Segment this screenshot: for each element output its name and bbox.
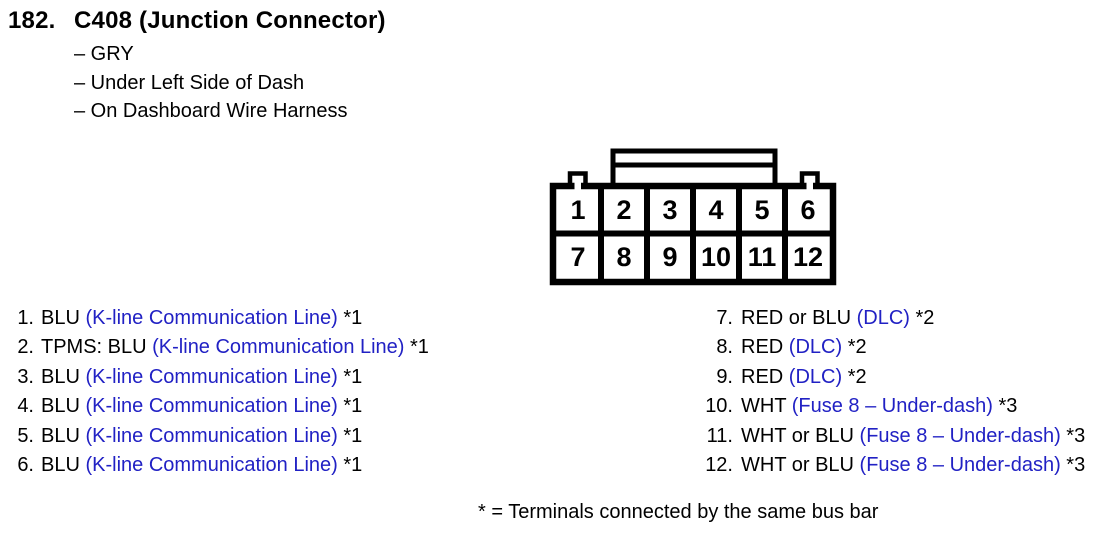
pin-busbar-note: *1 [404,336,429,359]
connector-cavity-number: 10 [701,242,731,272]
pin-wire-color: BLU [41,307,86,329]
pin-number: 2. [17,336,34,359]
pin-function: (K-line Communication Line) [85,395,338,418]
connector-cavity-number: 2 [616,195,631,225]
connector-cavity-number: 3 [662,195,677,225]
connector-cavity-number: 5 [754,195,769,225]
pin-function: (DLC) [856,307,910,329]
pin-description: RED (DLC) *2 [741,336,867,358]
pin-description: WHT (Fuse 8 – Under-dash) *3 [741,395,1017,417]
pin-wire-color: BLU [41,424,86,447]
pin-number: 7. [716,307,733,329]
pin-description: RED or BLU (DLC) *2 [741,307,934,329]
pin-number: 3. [17,365,34,388]
pin-function: (DLC) [788,336,843,359]
pin-row: 9. RED (DLC) *2 [700,363,1085,392]
tab-notch-right [806,177,813,191]
pin-description: BLU (K-line Communication Line) *1 [41,454,362,476]
section-number: 182. [8,7,56,34]
section-title-text: C408 (Junction Connector) [74,7,386,34]
pin-wire-color: BLU [41,453,86,476]
pin-row: 2. TPMS: BLU (K-line Communication Line) … [8,333,429,362]
pin-row: 5. BLU (K-line Communication Line) *1 [8,422,429,451]
pin-description: WHT or BLU (Fuse 8 – Under-dash) *3 [741,425,1085,447]
pin-wire-color: TPMS: BLU [41,336,153,359]
pin-description: WHT or BLU (Fuse 8 – Under-dash) *3 [741,454,1085,476]
pin-row: 10. WHT (Fuse 8 – Under-dash) *3 [700,392,1085,421]
pin-number: 12. [705,453,733,476]
pin-row: 1. BLU (K-line Communication Line) *1 [8,304,429,333]
pin-function: (Fuse 8 – Under-dash) [859,453,1061,476]
connector-cavity-number: 4 [708,195,723,225]
connector-cavity-number: 8 [616,242,631,272]
pin-function: (Fuse 8 – Under-dash) [859,424,1061,447]
pin-row: 12. WHT or BLU (Fuse 8 – Under-dash) *3 [700,451,1085,480]
pin-function: (K-line Communication Line) [85,453,338,476]
pin-wire-color: BLU [41,395,86,418]
pin-busbar-note: *2 [842,365,867,388]
pin-busbar-note: *2 [842,336,867,359]
pin-description: BLU (K-line Communication Line) *1 [41,307,362,329]
pin-function: (DLC) [788,365,843,388]
pin-number: 9. [716,365,733,388]
pin-function: (K-line Communication Line) [152,336,405,359]
connector-cavity-number: 11 [748,242,777,272]
pin-description: BLU (K-line Communication Line) *1 [41,366,362,388]
pin-number: 6. [17,453,34,476]
pin-busbar-note: *2 [909,307,935,329]
tab-notch-left [574,177,581,191]
pin-busbar-note: *3 [1060,453,1086,476]
pin-busbar-note: *1 [337,453,363,476]
pin-function: (K-line Communication Line) [85,424,338,447]
pin-busbar-note: *1 [337,307,363,329]
pin-function: (K-line Communication Line) [85,307,338,329]
pin-number: 10. [705,395,733,418]
pin-description: TPMS: BLU (K-line Communication Line) *1 [41,336,429,358]
pin-wire-color: WHT or BLU [741,424,860,447]
pin-busbar-note: *3 [992,395,1018,418]
connector-cavity-number: 9 [662,242,677,272]
pin-number: 1. [17,307,34,329]
pin-number: 5. [17,424,34,447]
connector-detail-line: – On Dashboard Wire Harness [74,100,348,122]
connector-detail-line: – GRY [74,43,134,65]
connector-details: – GRY – Under Left Side of Dash – On Dashb… [74,40,347,126]
connector-cavity-number: 7 [570,242,585,272]
pin-description: BLU (K-line Communication Line) *1 [41,395,362,417]
section-title: 182. C408 (Junction Connector) [8,7,386,35]
connector-latch [610,148,778,189]
pin-row: 6. BLU (K-line Communication Line) *1 [8,451,429,480]
pin-wire-color: WHT [741,395,792,418]
pin-list-left: 1. BLU (K-line Communication Line) *1 2. TP… [8,304,429,480]
pin-wire-color: RED [741,365,789,388]
connector-detail-line: – Under Left Side of Dash [74,71,305,94]
pin-wire-color: RED [741,336,789,359]
pin-busbar-note: *3 [1060,424,1086,447]
pin-row: 11. WHT or BLU (Fuse 8 – Under-dash) *3 [700,422,1086,451]
pin-busbar-note: *1 [337,395,363,418]
pin-busbar-note: *1 [337,424,363,447]
pin-row: 8. RED (DLC) *2 [700,333,1085,362]
pin-wire-color: WHT or BLU [741,453,860,476]
pin-description: RED (DLC) *2 [741,366,867,388]
connector-cavity-number: 6 [800,195,815,225]
pin-description: BLU (K-line Communication Line) *1 [41,425,362,447]
pin-wire-color: BLU [41,365,86,388]
pin-number: 11. [706,424,733,447]
busbar-footnote: * = Terminals connected by the same bus … [478,501,879,523]
pin-busbar-note: *1 [337,365,363,388]
pin-number: 8. [716,336,733,359]
pin-wire-color: RED or BLU [741,307,857,329]
pin-list-right: 7. RED or BLU (DLC) *2 8. RED (DLC) *2 9. RED… [700,304,1085,480]
pin-row: 3. BLU (K-line Communication Line) *1 [8,363,429,392]
pin-row: 7. RED or BLU (DLC) *2 [700,304,1085,333]
pin-row: 4. BLU (K-line Communication Line) *1 [8,392,429,421]
connector-cavity-number: 12 [793,242,823,272]
pin-number: 4. [17,395,34,418]
connector-cavity-number: 1 [570,195,585,225]
pin-function: (K-line Communication Line) [85,365,338,388]
pin-function: (Fuse 8 – Under-dash) [791,395,993,418]
